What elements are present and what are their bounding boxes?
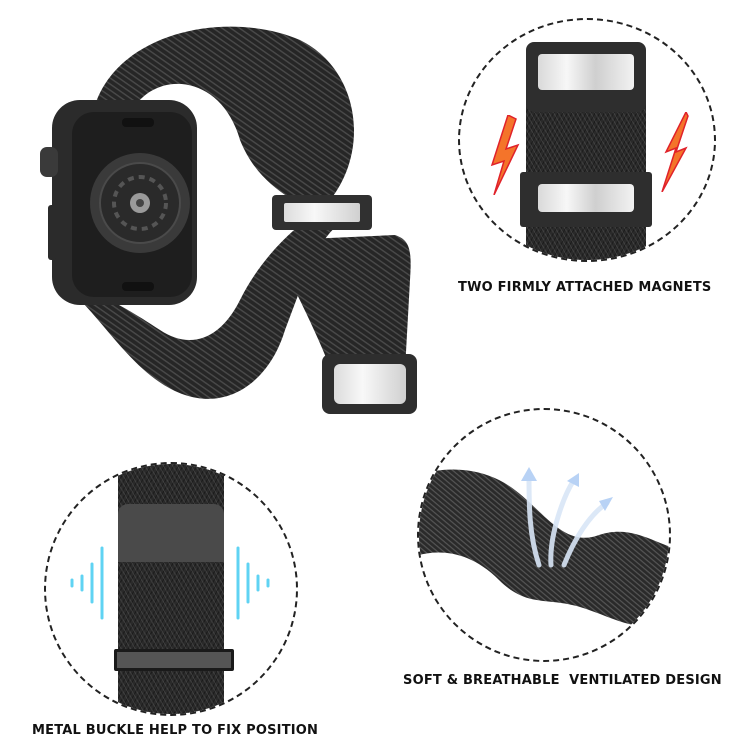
buckle-callout-circle (44, 462, 298, 716)
feature-magnets: TWO FIRMLY ATTACHED MAGNETS (440, 0, 750, 310)
watch-band-illustration (40, 26, 417, 414)
airflow-arrows-icon (521, 467, 613, 568)
feature-caption-magnets: TWO FIRMLY ATTACHED MAGNETS (458, 280, 712, 295)
magnet-tab-bottom (520, 172, 652, 227)
feature-caption-ventilation: SOFT & BREATHABLE VENTILATED DESIGN (403, 673, 722, 688)
feature-caption-buckle: METAL BUCKLE HELP TO FIX POSITION (32, 723, 319, 738)
ventilation-callout-circle (417, 408, 671, 662)
metal-buckle-bar (114, 649, 234, 671)
magnet-tab-top (526, 42, 646, 112)
vibration-waves-icon (236, 546, 270, 620)
wavy-mesh-band (419, 469, 669, 626)
lightning-bolt-icon (490, 115, 520, 195)
mesh-strap (118, 464, 224, 714)
lightning-bolt-icon (661, 112, 689, 192)
feature-ventilation: SOFT & BREATHABLE VENTILATED DESIGN (375, 400, 750, 720)
magnets-callout-circle (458, 18, 716, 262)
magnet-bottom (538, 184, 634, 212)
metal-buckle-plate (118, 504, 224, 562)
vibration-waves-icon (70, 546, 104, 620)
hero-watch-band (0, 0, 440, 440)
magnet-top (538, 54, 634, 90)
feature-buckle: METAL BUCKLE HELP TO FIX POSITION (0, 450, 375, 750)
